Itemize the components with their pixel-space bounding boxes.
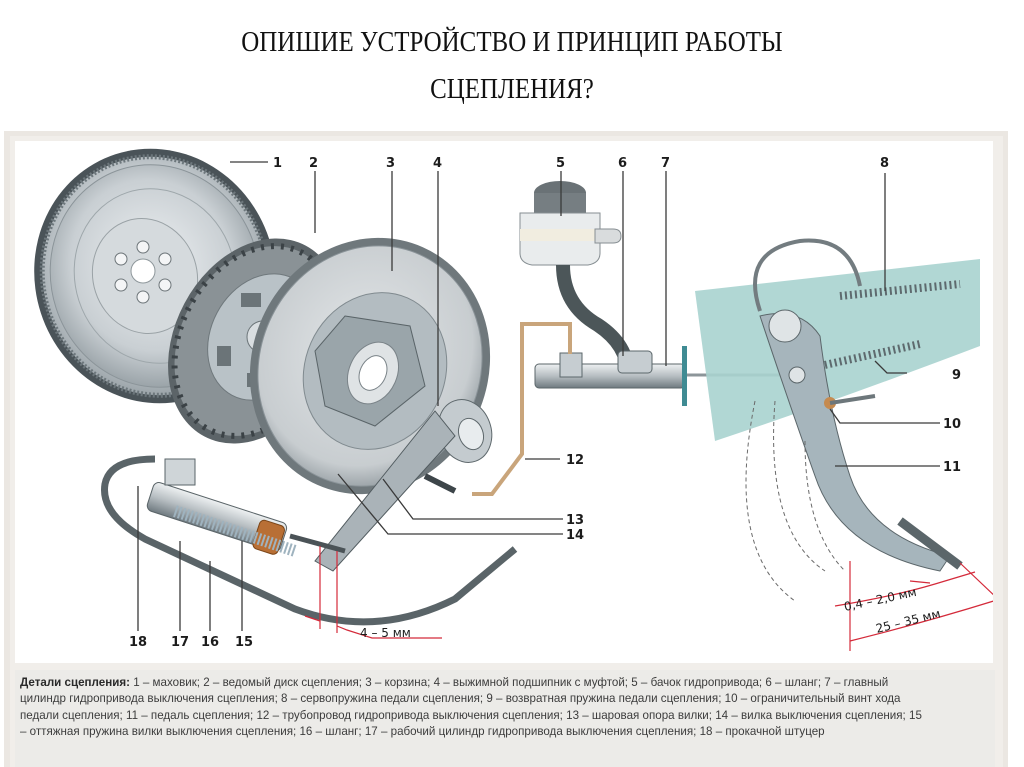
callout-6: 6 — [618, 156, 627, 171]
parts-legend-heading: Детали сцепления: — [20, 676, 130, 689]
callout-15: 15 — [235, 635, 253, 650]
slave-cylinder-assembly — [101, 455, 518, 626]
callout-5: 5 — [556, 156, 565, 171]
dimension-pedal-travel: 25 – 35 мм — [874, 606, 942, 636]
dimension-fork-gap: 4 – 5 мм — [360, 626, 411, 640]
callout-3: 3 — [386, 156, 395, 171]
callout-9: 9 — [952, 368, 961, 383]
leader-lines — [137, 161, 940, 631]
callout-13: 13 — [566, 513, 584, 528]
fluid-reservoir — [519, 181, 635, 376]
pedal-assembly — [695, 238, 980, 602]
parts-legend: Детали сцепления: 1 – маховик; 2 – ведом… — [20, 675, 930, 741]
callout-17: 17 — [171, 635, 189, 650]
callout-16: 16 — [201, 635, 219, 650]
callout-11: 11 — [943, 460, 961, 475]
callout-2: 2 — [309, 156, 318, 171]
callout-14: 14 — [566, 528, 584, 543]
callout-4: 4 — [433, 156, 442, 171]
dimension-pedal-free-play: 0,4 – 2,0 мм — [843, 585, 918, 614]
release-bearing-and-fork — [314, 399, 493, 572]
dimension-lines — [304, 546, 993, 651]
callout-8: 8 — [880, 156, 889, 171]
callout-7: 7 — [661, 156, 670, 171]
callout-12: 12 — [566, 453, 584, 468]
slide-title-line-2: СЦЕПЛЕНИЯ? — [430, 73, 594, 105]
callout-10: 10 — [943, 417, 961, 432]
callout-18: 18 — [129, 635, 147, 650]
caption-box — [15, 670, 995, 767]
callout-1: 1 — [273, 156, 282, 171]
parts-legend-body: 1 – маховик; 2 – ведомый диск сцепления;… — [20, 676, 922, 739]
slide-title-line-1: ОПИШИЕ УСТРОЙСТВО И ПРИНЦИП РАБОТЫ — [241, 26, 783, 58]
clutch-diagram: 1 2 3 4 5 6 7 8 9 10 11 12 13 14 15 16 1… — [34, 148, 993, 651]
flywheel — [34, 148, 276, 404]
hydraulic-pipe — [472, 322, 572, 496]
